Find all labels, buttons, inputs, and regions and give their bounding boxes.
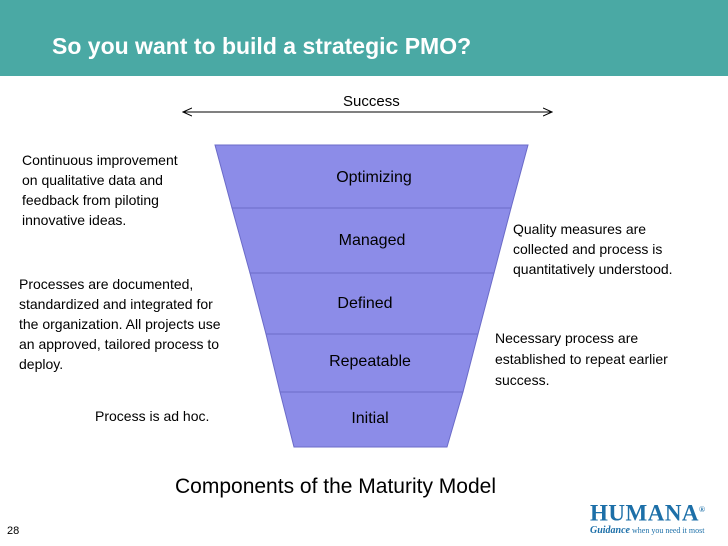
level-label-initial: Initial — [351, 410, 389, 427]
annotation-line: feedback from piloting — [22, 192, 159, 208]
slide-title: So you want to build a strategic PMO? — [52, 33, 472, 59]
annotation-line: Necessary process are — [495, 330, 639, 346]
diagram-caption: Components of the Maturity Model — [175, 475, 496, 498]
level-label-repeatable: Repeatable — [329, 353, 411, 370]
annotation-optimizing: Continuous improvement on qualitative da… — [22, 150, 178, 230]
success-label: Success — [343, 93, 400, 110]
level-label-defined: Defined — [337, 295, 393, 312]
annotation-line: success. — [495, 372, 550, 388]
annotation-line: deploy. — [19, 356, 64, 372]
level-label-managed: Managed — [338, 232, 406, 249]
annotation-managed: Quality measures are collected and proce… — [513, 219, 673, 279]
annotation-line: innovative ideas. — [22, 212, 127, 228]
annotation-line: the organization. All projects use — [19, 316, 221, 332]
annotation-line: Processes are documented, — [19, 276, 194, 292]
annotation-line: Quality measures are — [513, 221, 647, 237]
annotation-initial: Process is ad hoc. — [95, 406, 209, 426]
annotation-repeatable: Necessary process are established to rep… — [495, 328, 668, 391]
annotation-defined: Processes are documented, standardized a… — [19, 274, 221, 374]
level-label-optimizing: Optimizing — [336, 169, 412, 186]
annotation-line: standardized and integrated for — [19, 296, 213, 312]
annotation-line: established to repeat earlier — [495, 351, 668, 367]
annotation-line: Continuous improvement — [22, 152, 178, 168]
humana-logo: HUMANA® Guidance when you need it most — [590, 498, 708, 536]
annotation-line: quantitatively understood. — [513, 261, 673, 277]
title-bar: So you want to build a strategic PMO? — [0, 0, 728, 76]
annotation-line: on qualitative data and — [22, 172, 163, 188]
annotation-line: Process is ad hoc. — [95, 408, 210, 424]
logo-wordmark: HUMANA® — [590, 500, 706, 526]
funnel-band-initial — [279, 391, 464, 448]
slide-number: 28 — [7, 525, 20, 537]
annotation-line: collected and process is — [513, 241, 663, 257]
logo-tagline: Guidance when you need it most — [590, 524, 705, 536]
annotation-line: an approved, tailored process to — [19, 336, 220, 352]
